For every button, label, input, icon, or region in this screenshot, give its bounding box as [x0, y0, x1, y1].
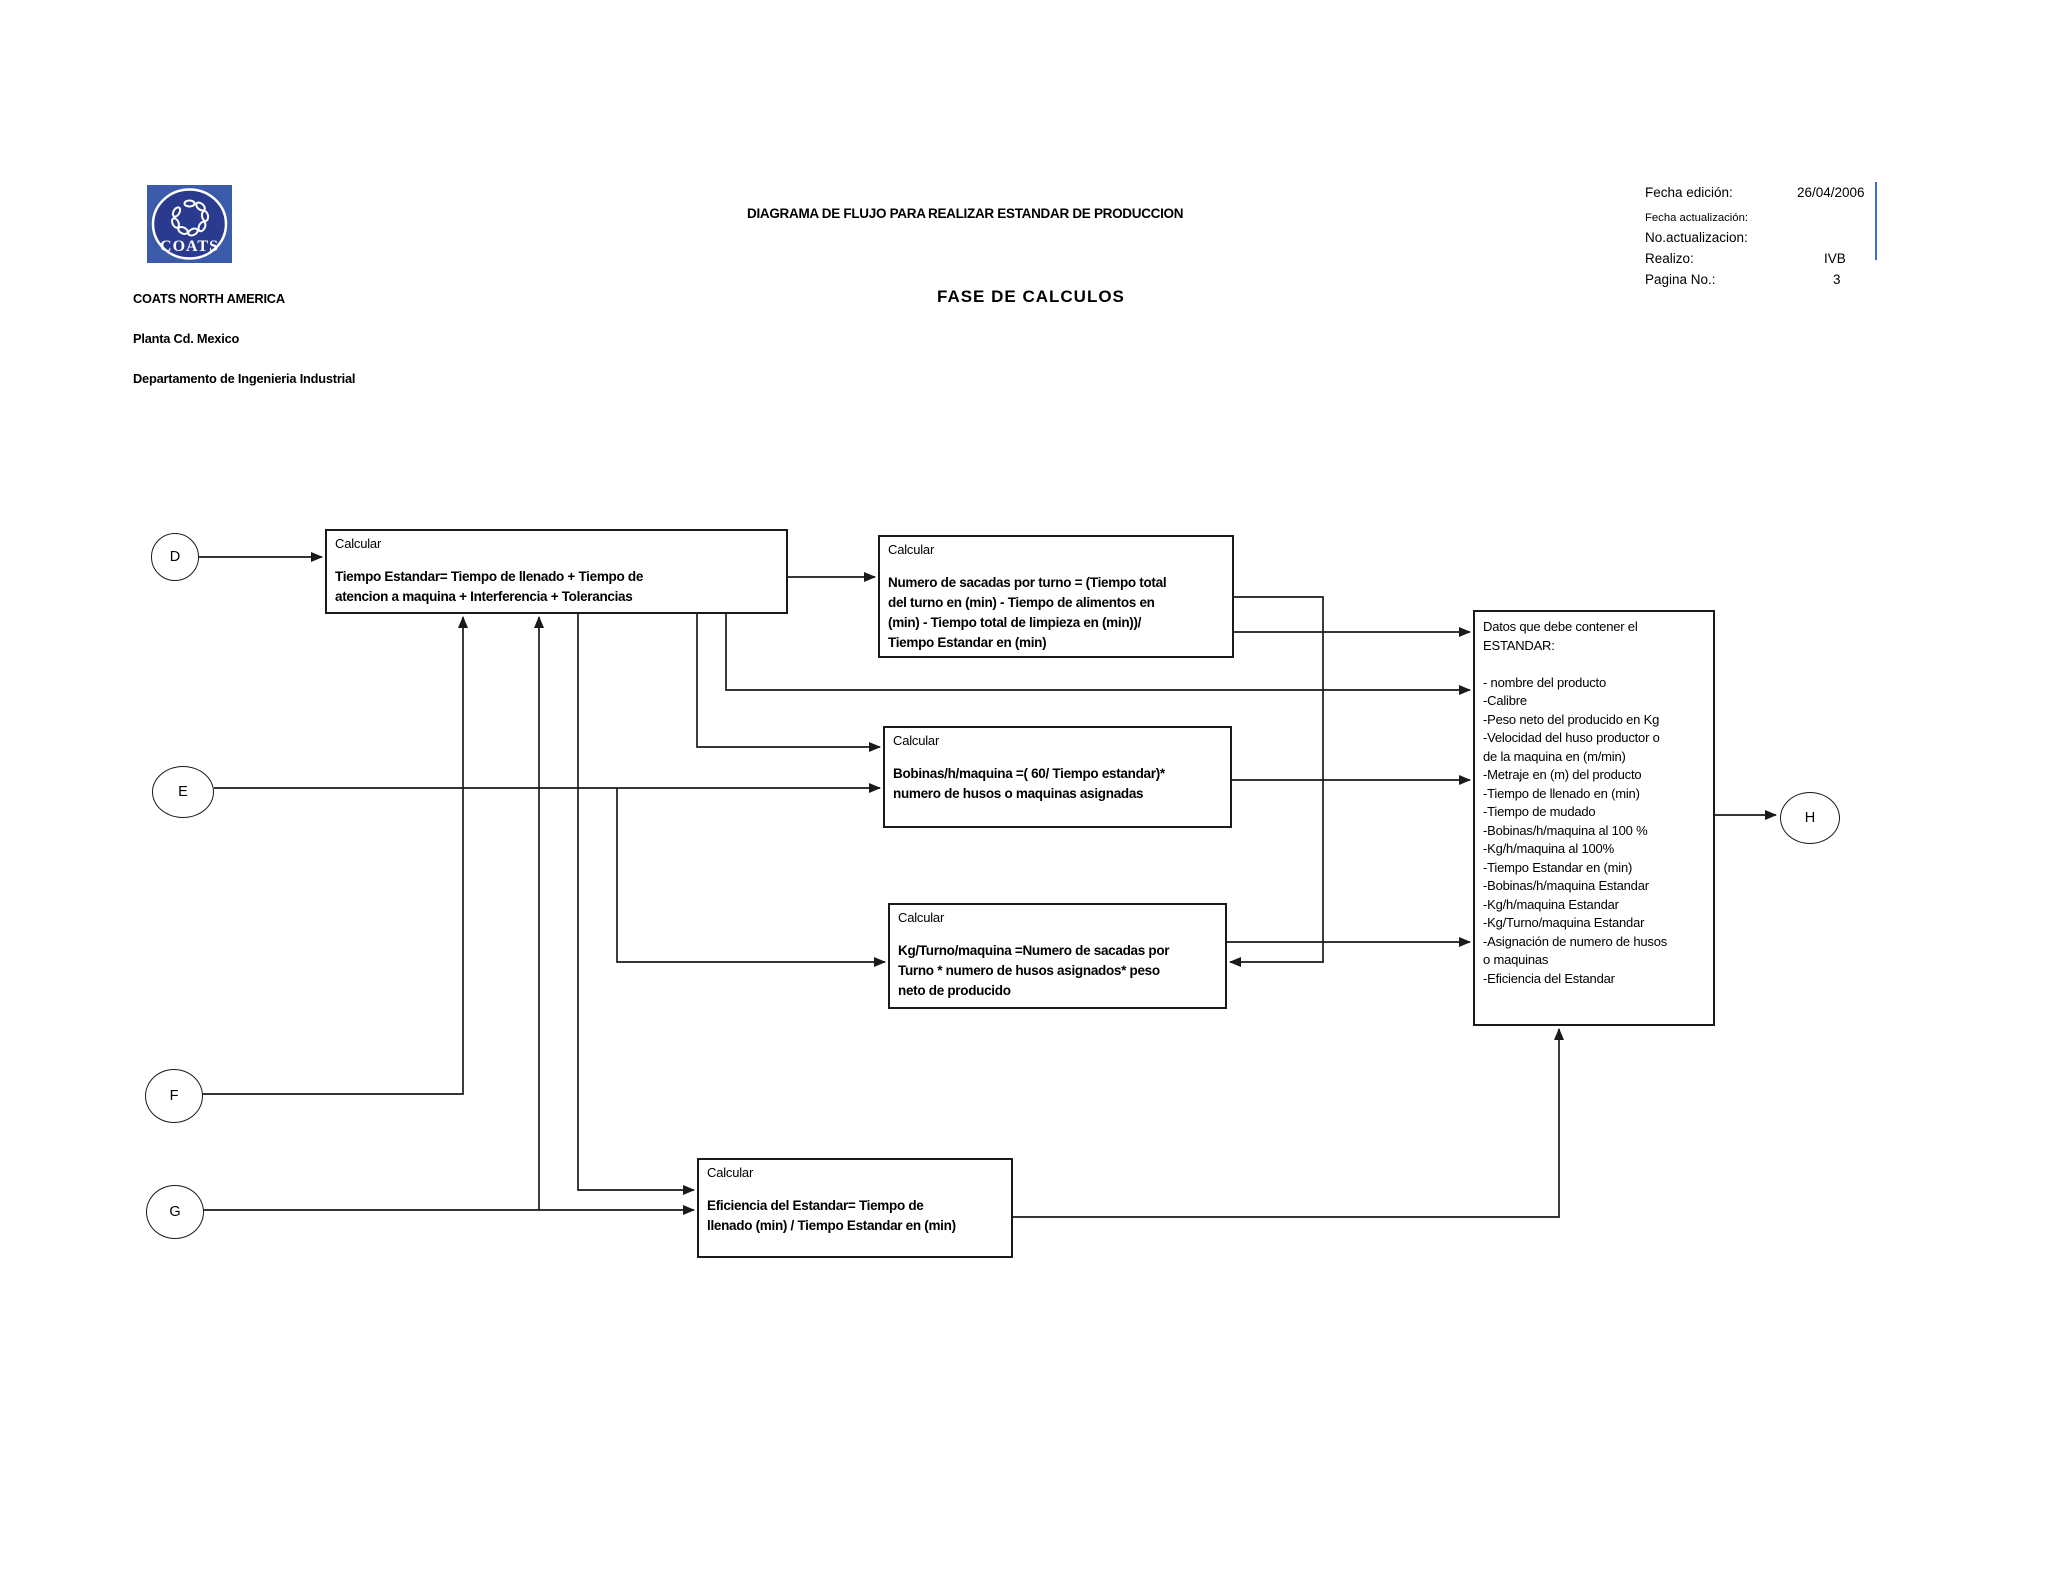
coats-logo-icon: COATS [147, 185, 232, 263]
process-box-bobinas-h-maquina: Calcular Bobinas/h/maquina =( 60/ Tiempo… [883, 726, 1232, 828]
node-d-label: D [169, 549, 181, 565]
realizo-label: Realizo: [1645, 251, 1694, 266]
connector-node-g: G [146, 1185, 204, 1239]
box-formula: Tiempo Estandar= Tiempo de llenado + Tie… [335, 569, 644, 604]
process-box-eficiencia: Calcular Eficiencia del Estandar= Tiempo… [697, 1158, 1013, 1258]
page-title-part1: DIAGRAMA DE FLUJO PARA [747, 206, 926, 221]
datos-estandar-list: Datos que debe contener el ESTANDAR: - n… [1483, 619, 1668, 986]
connector-node-d: D [151, 533, 199, 581]
box-label: Calcular [898, 910, 945, 925]
box-label: Calcular [888, 542, 935, 557]
datos-estandar-box: Datos que debe contener el ESTANDAR: - n… [1473, 610, 1715, 1026]
company-block: COATS NORTH AMERICA Planta Cd. Mexico De… [133, 289, 355, 389]
node-g-label: G [169, 1204, 181, 1220]
fecha-edicion-value: 26/04/2006 [1797, 185, 1865, 200]
connector-node-h: H [1780, 792, 1840, 844]
process-box-tiempo-estandar: Calcular Tiempo Estandar= Tiempo de llen… [325, 529, 788, 614]
box-formula: Numero de sacadas por turno = (Tiempo to… [888, 575, 1167, 650]
connector-node-e: E [152, 766, 214, 818]
node-f-label: F [169, 1088, 179, 1104]
pagina-label: Pagina No.: [1645, 272, 1716, 287]
box-formula: Kg/Turno/maquina =Numero de sacadas por … [898, 943, 1170, 998]
process-box-sacadas-por-turno: Calcular Numero de sacadas por turno = (… [878, 535, 1234, 658]
company-name: COATS NORTH AMERICA [133, 291, 285, 306]
coats-logo: COATS [147, 185, 232, 263]
box-label: Calcular [893, 733, 940, 748]
fecha-edicion-label: Fecha edición: [1645, 185, 1733, 200]
node-h-label: H [1804, 810, 1816, 826]
node-e-label: E [178, 784, 188, 800]
page-title-part2: REALIZAR ESTANDAR DE PRODUCCION [928, 206, 1184, 221]
connector-node-f: F [145, 1069, 203, 1123]
company-department: Departamento de Ingenieria Industrial [133, 371, 356, 386]
phase-subtitle: FASE DE CALCULOS [937, 287, 1125, 306]
meta-accent-line [1875, 182, 1877, 260]
company-plant: Planta Cd. Mexico [133, 331, 240, 346]
svg-text:COATS: COATS [160, 238, 219, 255]
box-label: Calcular [707, 1165, 754, 1180]
box-formula: Bobinas/h/maquina =( 60/ Tiempo estandar… [893, 766, 1165, 801]
box-formula: Eficiencia del Estandar= Tiempo de llena… [707, 1198, 956, 1233]
box-label: Calcular [335, 536, 382, 551]
process-box-kg-turno-maquina: Calcular Kg/Turno/maquina =Numero de sac… [888, 903, 1227, 1009]
no-actualizacion-label: No.actualizacion: [1645, 230, 1748, 245]
pagina-value: 3 [1833, 272, 1841, 287]
realizo-value: IVB [1824, 251, 1846, 266]
fecha-actualizacion-label: Fecha actualización: [1645, 212, 1748, 224]
